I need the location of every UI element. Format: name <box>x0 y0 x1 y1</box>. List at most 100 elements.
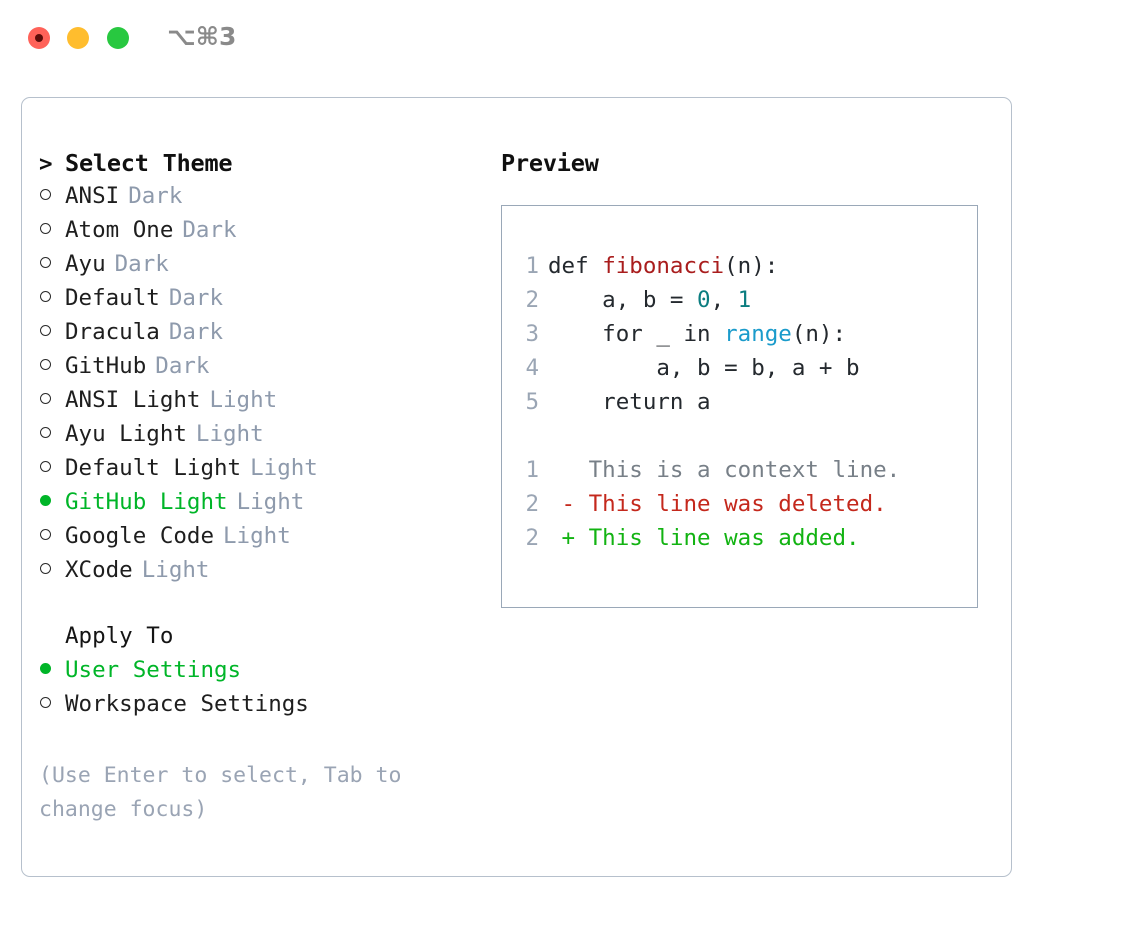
theme-option-radio <box>39 219 65 242</box>
code-token: , <box>710 287 738 313</box>
diff-line-add: 2 + This line was added. <box>515 521 977 555</box>
diff-line-ctx: 1 This is a context line. <box>515 453 977 487</box>
code-line: 2 a, b = 0, 1 <box>515 283 977 317</box>
diff-text: This line was added. <box>588 525 860 551</box>
apply-to-option-workspace-settings[interactable]: Workspace Settings <box>39 691 479 725</box>
radio-empty-icon <box>40 697 51 708</box>
code-token: a, b = b, a + b <box>548 355 860 381</box>
theme-variant-tag: Dark <box>168 319 224 345</box>
theme-option-ayu-light[interactable]: Ayu Light Light <box>39 421 479 455</box>
theme-option-github-light[interactable]: GitHub Light Light <box>39 489 479 523</box>
theme-option-label: Default Light <box>65 455 242 481</box>
code-token: 0 <box>697 287 711 313</box>
theme-option-radio <box>39 491 65 514</box>
code-token: for _ in <box>548 321 725 347</box>
maximize-window-button[interactable] <box>107 27 129 49</box>
theme-option-label: Default <box>65 285 160 311</box>
theme-option-label: Ayu <box>65 251 106 277</box>
theme-option-radio <box>39 185 65 208</box>
theme-option-github[interactable]: GitHub Dark <box>39 353 479 387</box>
theme-variant-tag: Dark <box>155 353 210 379</box>
theme-option-label: XCode <box>65 557 133 583</box>
code-line: 3 for _ in range(n): <box>515 317 977 351</box>
theme-option-label: Ayu Light <box>65 421 187 447</box>
theme-option-label: ANSI Light <box>65 387 201 413</box>
theme-option-atom-one[interactable]: Atom One Dark <box>39 217 479 251</box>
theme-option-label: GitHub Light <box>65 489 228 515</box>
select-theme-title: Select Theme <box>65 149 233 177</box>
radio-empty-icon <box>40 563 51 574</box>
preview-title: Preview <box>501 149 599 177</box>
radio-empty-icon <box>40 257 51 268</box>
theme-option-radio <box>39 525 65 548</box>
theme-option-label: Atom One <box>65 217 174 243</box>
line-number: 2 <box>525 491 539 517</box>
apply-to-option-label: Workspace Settings <box>65 691 309 717</box>
theme-option-radio <box>39 389 65 412</box>
theme-option-dracula[interactable]: Dracula Dark <box>39 319 479 353</box>
apply-to-option-radio <box>39 693 65 716</box>
theme-variant-tag: Light <box>223 523 291 549</box>
code-line: 5 return a <box>515 385 977 419</box>
radio-empty-icon <box>40 359 51 370</box>
theme-option-radio <box>39 423 65 446</box>
theme-variant-tag: Light <box>141 557 210 583</box>
preview-gap <box>515 419 977 453</box>
keyboard-shortcut-label: ⌥⌘3 <box>167 22 237 51</box>
theme-option-label: Google Code <box>65 523 215 549</box>
code-token: (n): <box>724 253 779 279</box>
theme-option-google-code[interactable]: Google Code Light <box>39 523 479 557</box>
radio-empty-icon <box>40 529 51 540</box>
diff-sign: + <box>548 525 589 551</box>
theme-option-ayu[interactable]: Ayu Dark <box>39 251 479 285</box>
apply-to-option-user-settings[interactable]: User Settings <box>39 657 479 691</box>
line-number: 1 <box>525 457 539 483</box>
code-token: a, b = <box>548 287 698 313</box>
theme-option-radio <box>39 321 65 344</box>
line-number: 1 <box>525 253 539 279</box>
apply-to-header: Apply To <box>65 623 174 649</box>
theme-option-radio <box>39 287 65 310</box>
diff-sign <box>548 457 589 483</box>
theme-variant-tag: Dark <box>182 217 237 243</box>
code-line: 4 a, b = b, a + b <box>515 351 977 385</box>
theme-option-label: Dracula <box>65 319 160 345</box>
code-token: (n): <box>791 321 847 347</box>
theme-variant-tag: Dark <box>114 251 169 277</box>
keyboard-hint-text: (Use Enter to select, Tab to change focu… <box>39 763 415 822</box>
apply-to-option-radio <box>39 659 65 682</box>
title-bar: ⌥⌘3 <box>0 0 1140 78</box>
line-number: 3 <box>525 321 539 347</box>
code-token: fibonacci <box>602 253 725 279</box>
diff-text: This is a context line. <box>588 457 901 483</box>
theme-variant-tag: Light <box>236 489 305 515</box>
theme-option-radio <box>39 457 65 480</box>
section-spacer <box>39 591 479 623</box>
close-window-button[interactable] <box>28 27 50 49</box>
radio-empty-icon <box>40 291 51 302</box>
theme-option-default[interactable]: Default Dark <box>39 285 479 319</box>
theme-option-radio <box>39 253 65 276</box>
theme-variant-tag: Dark <box>168 285 224 311</box>
minimize-window-button[interactable] <box>67 27 89 49</box>
theme-option-radio <box>39 559 65 582</box>
code-token: 1 <box>737 287 752 313</box>
line-number: 5 <box>525 389 539 415</box>
radio-empty-icon <box>40 223 51 234</box>
diff-sign: - <box>548 491 589 517</box>
theme-option-xcode[interactable]: XCode Light <box>39 557 479 591</box>
theme-option-label: GitHub <box>65 353 147 379</box>
radio-empty-icon <box>40 427 51 438</box>
theme-variant-tag: Light <box>195 421 264 447</box>
radio-empty-icon <box>40 461 51 472</box>
line-number: 2 <box>525 287 539 313</box>
